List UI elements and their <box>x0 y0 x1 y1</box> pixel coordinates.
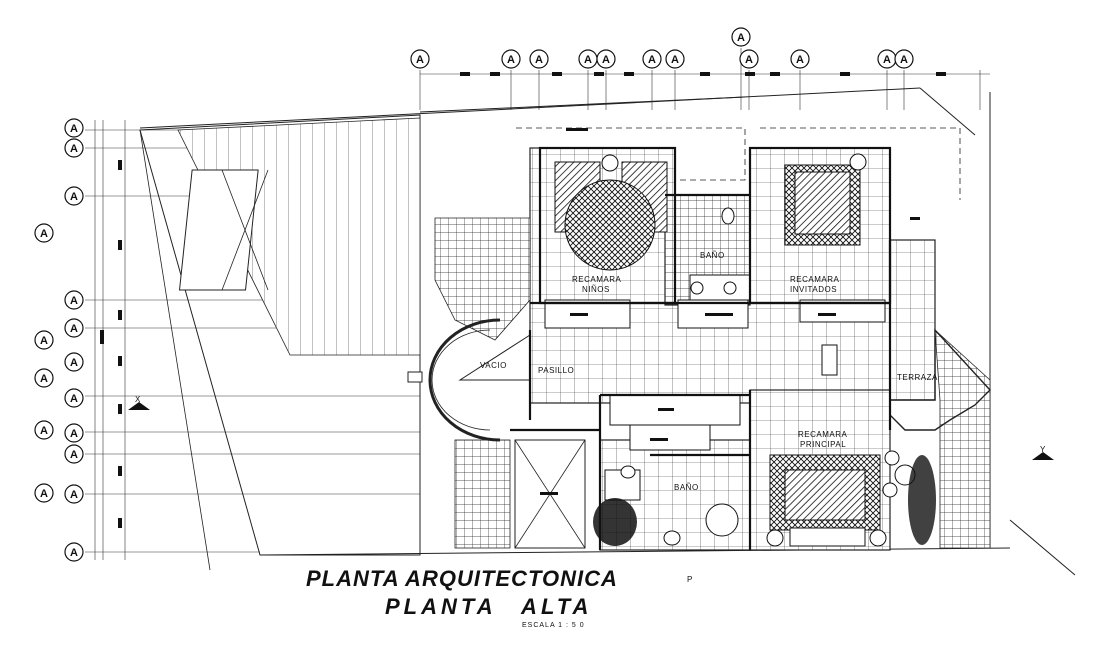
axis-bubble-label: A <box>900 54 908 66</box>
axis-bubble <box>34 223 54 243</box>
axis-bubble-label: A <box>648 54 656 66</box>
axis-bubble <box>34 483 54 503</box>
axis-bubble <box>64 542 84 562</box>
room-labels: RECAMARA NIÑOS BAÑO RECAMARA INVITADOS V… <box>480 251 938 492</box>
bed-principal <box>784 469 866 521</box>
drawing-mark: P <box>687 575 693 584</box>
svg-text:X: X <box>135 395 141 404</box>
axis-bubble-label: A <box>70 547 78 559</box>
room-label-recamara-invitados-2: INVITADOS <box>790 285 837 294</box>
roof-dashed-outline <box>516 127 746 181</box>
axis-bubble-label: A <box>40 488 48 500</box>
section-line <box>139 129 211 571</box>
bed-invitados-mattress <box>794 171 851 235</box>
axis-bubble-label: A <box>40 335 48 347</box>
walls <box>510 146 892 550</box>
axis-bubble-label: A <box>70 449 78 461</box>
axis-bubble <box>34 420 54 440</box>
svg-text:Y: Y <box>1040 445 1046 454</box>
axis-bubble-label: A <box>70 323 78 335</box>
drawing-title: PLANTA ARQUITECTONICA <box>306 566 618 591</box>
axis-bubble-label: A <box>671 54 679 66</box>
axis-bubble <box>64 138 84 158</box>
axis-bubble <box>529 49 549 69</box>
axis-bubble-label: A <box>70 295 78 307</box>
axis-bubble <box>596 49 616 69</box>
room-label-recamara-ninos-2: NIÑOS <box>582 285 610 294</box>
vacio-triangle <box>458 334 531 381</box>
furniture-labels-bars <box>540 128 920 495</box>
planters <box>593 455 936 546</box>
axis-bubble <box>894 49 914 69</box>
axis-bubble-label: A <box>70 123 78 135</box>
axis-bubble-label: A <box>535 54 543 66</box>
axis-bubble-label: A <box>40 373 48 385</box>
curved-stair-inner <box>431 329 491 431</box>
axis-bubble <box>64 290 84 310</box>
axis-bubble-label: A <box>70 393 78 405</box>
axis-bubble-label: A <box>507 54 515 66</box>
axis-bubble-label: A <box>70 143 78 155</box>
axis-bubble <box>642 49 662 69</box>
room-label-recamara-principal: RECAMARA <box>798 430 848 439</box>
axis-bubble-label: A <box>70 191 78 203</box>
axis-bubble-label: A <box>416 54 424 66</box>
site-boundary <box>139 87 1076 576</box>
skylight-diagonal <box>221 169 269 291</box>
axis-bubble <box>64 118 84 138</box>
axis-bubble <box>64 444 84 464</box>
room-label-recamara-ninos: RECAMARA <box>572 275 622 284</box>
room-label-vacio: VACIO <box>480 361 507 370</box>
roof-tile-left <box>434 217 531 341</box>
room-label-bano-bottom: BAÑO <box>674 483 699 492</box>
room-label-recamara-principal-2: PRINCIPAL <box>800 440 846 449</box>
curved-stair-wall <box>428 318 501 442</box>
axis-bubble-label: A <box>584 54 592 66</box>
axis-bubble-label: A <box>70 489 78 501</box>
stair-post <box>407 371 423 383</box>
axis-bubble <box>64 318 84 338</box>
axis-bubble-label: A <box>745 54 753 66</box>
axis-bubble <box>34 330 54 350</box>
room-label-pasillo: PASILLO <box>538 366 574 375</box>
terrace-outline <box>889 328 991 431</box>
axis-bubble <box>64 186 84 206</box>
axis-bubble <box>64 423 84 443</box>
axis-bubble-label: A <box>883 54 891 66</box>
axis-bubble-label: A <box>70 357 78 369</box>
axis-bubble-label: A <box>70 428 78 440</box>
axis-marker-y: Y <box>1032 445 1054 460</box>
skylight <box>178 169 259 291</box>
drawing-scale: ESCALA 1 : 5 0 <box>522 622 585 629</box>
axis-bubble <box>64 388 84 408</box>
room-label-terraza: TERRAZA <box>897 373 938 382</box>
axis-bubble <box>410 49 430 69</box>
roof-tile-bottom-left <box>454 439 511 549</box>
axis-marker-x: X <box>128 395 150 410</box>
axis-bubble-label: A <box>796 54 804 66</box>
left-dimension-ticks <box>100 160 122 528</box>
sofa-principal <box>789 527 866 547</box>
top-dimension-ticks <box>460 72 946 76</box>
axis-bubble-label: A <box>737 32 745 44</box>
axis-bubble <box>501 49 521 69</box>
roof-tile-right <box>934 329 991 549</box>
axis-bubble-label: A <box>40 228 48 240</box>
drawing-subtitle: PLANTA ALTA <box>385 594 593 619</box>
axis-bubble <box>731 27 751 47</box>
roof-dashed-outline <box>760 127 961 200</box>
room-label-recamara-invitados: RECAMARA <box>790 275 840 284</box>
room-label-bano-top: BAÑO <box>700 251 725 260</box>
axis-bubble <box>64 352 84 372</box>
round-rug <box>564 179 656 271</box>
axis-bubble-label: A <box>602 54 610 66</box>
axis-bubble <box>790 49 810 69</box>
axis-bubble <box>739 49 759 69</box>
axis-bubble <box>34 368 54 388</box>
axis-bubble <box>665 49 685 69</box>
axis-bubble <box>64 484 84 504</box>
axis-bubble-label: A <box>40 425 48 437</box>
